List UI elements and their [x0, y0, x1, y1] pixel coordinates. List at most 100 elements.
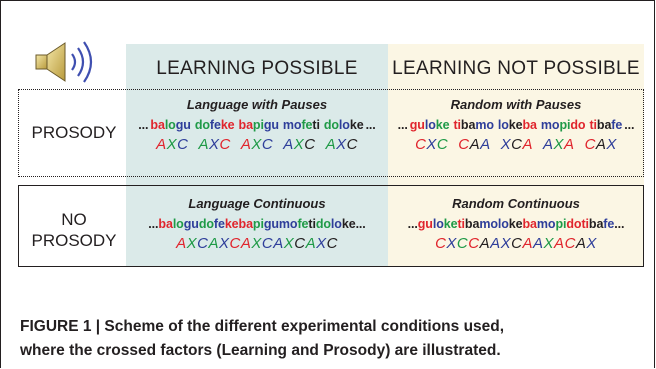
- pattern-letter: C: [197, 235, 209, 252]
- pattern-letter: C: [326, 235, 338, 252]
- pattern-letter: A: [522, 235, 534, 252]
- syllable: do: [566, 217, 582, 231]
- syllable: mo: [540, 118, 560, 132]
- pattern-letter: X: [606, 136, 617, 153]
- word: dofeke: [195, 118, 235, 132]
- learning-not-possible-column: [388, 44, 644, 266]
- pattern-letter: X: [500, 136, 512, 153]
- syllable: lo: [164, 118, 176, 132]
- ellipsis: ...: [624, 118, 635, 132]
- cell-title: Random Continuous: [452, 196, 580, 211]
- pattern-letter: X: [251, 235, 262, 252]
- pattern-letter: X: [543, 235, 555, 252]
- pattern-letter: A: [575, 235, 587, 252]
- word: mofeti: [283, 118, 320, 132]
- no-prosody-row-box: [18, 185, 644, 267]
- no-prosody-row-label: NO PROSODY: [18, 209, 130, 251]
- syllable: lo: [432, 217, 444, 231]
- pattern-letter: X: [166, 136, 178, 153]
- syllable: ba: [464, 217, 480, 231]
- syllable: ba: [522, 118, 537, 132]
- syllable: lo: [338, 118, 350, 132]
- pattern-letter: A: [533, 235, 544, 252]
- syllable-sequence: ...balogudofekebapigumofetidoloke...: [126, 217, 388, 231]
- syllable: ke: [435, 118, 450, 132]
- pattern-letter: C: [415, 136, 427, 153]
- pattern-letter: A: [479, 235, 491, 252]
- word: guloke: [410, 118, 450, 132]
- pattern-letter: C: [511, 235, 523, 252]
- syllable: ti: [312, 118, 320, 132]
- syllable: lo: [330, 217, 342, 231]
- syllable: ba: [238, 118, 253, 132]
- pattern-letter: A: [283, 136, 294, 153]
- pattern-letter: C: [511, 136, 523, 153]
- pattern-letter: A: [469, 136, 481, 153]
- cell-title: Random with Pauses: [450, 97, 582, 112]
- syllable: mo: [282, 118, 302, 132]
- pattern-letter: C: [584, 136, 596, 153]
- learning-possible-header: LEARNING POSSIBLE: [156, 58, 358, 79]
- pattern-letter: A: [273, 235, 284, 252]
- syllable: ti: [457, 217, 465, 231]
- pattern-letter: A: [240, 136, 252, 153]
- pattern-letter: C: [261, 235, 274, 252]
- pattern-letter: A: [240, 235, 252, 252]
- language-continuous-cell: Language Continuous ...balogudofekebapig…: [126, 196, 388, 252]
- syllable: fe: [209, 118, 221, 132]
- pattern-letter: C: [304, 136, 316, 153]
- speaker-sound-icon: [35, 41, 93, 83]
- pattern-letter: X: [186, 235, 198, 252]
- triplet: AXC: [156, 136, 188, 153]
- pattern-letter: A: [176, 235, 187, 252]
- ellipsis: ...: [365, 118, 376, 132]
- triplet: AXC: [326, 136, 358, 153]
- learning-possible-column: [126, 44, 388, 266]
- triplet: AXC: [241, 136, 273, 153]
- pattern-letter: C: [294, 235, 306, 252]
- cell-title: Language Continuous: [188, 196, 326, 211]
- syllable: pi: [559, 118, 571, 132]
- pattern-letter: A: [595, 136, 607, 153]
- syllable: ke: [443, 217, 458, 231]
- syllable: pi: [555, 217, 567, 231]
- pattern-letter: A: [480, 136, 491, 153]
- syllable: ba: [596, 118, 612, 132]
- syllable: fe: [603, 217, 615, 231]
- pattern-letter: A: [564, 136, 575, 153]
- syllable: do: [570, 118, 586, 132]
- triplet: CXC: [415, 136, 448, 153]
- pattern-letter: C: [456, 235, 469, 252]
- pattern-letter: C: [346, 136, 358, 153]
- pattern-letter: A: [554, 235, 565, 252]
- triplet: AXC: [198, 136, 230, 153]
- syllable: do: [198, 217, 214, 231]
- syllable: ba: [460, 118, 476, 132]
- pattern-letter: A: [156, 136, 167, 153]
- syllable: mo: [479, 217, 498, 231]
- word: doloke: [324, 118, 364, 132]
- syllable: ke: [349, 118, 364, 132]
- pattern-letter: C: [458, 136, 470, 153]
- syllable: ba: [522, 217, 537, 231]
- syllable: do: [194, 118, 210, 132]
- pattern-letter: X: [500, 235, 512, 252]
- pattern-letter: X: [218, 235, 230, 252]
- triplet: AXC: [283, 136, 315, 153]
- ellipsis: ...: [148, 217, 159, 231]
- word: lokeba: [498, 118, 537, 132]
- pattern-letter: X: [426, 136, 437, 153]
- syllable: gu: [175, 118, 191, 132]
- pattern-letter: A: [543, 136, 554, 153]
- syllable: lo: [172, 217, 184, 231]
- triplet: CAX: [585, 136, 617, 153]
- pattern-letter: C: [436, 136, 449, 153]
- syllable: mo: [536, 217, 556, 231]
- pattern-letter: C: [261, 136, 274, 153]
- syllable: gu: [263, 118, 279, 132]
- ellipsis: ...: [407, 217, 418, 231]
- word: balogu: [150, 118, 190, 132]
- pattern-letter: X: [446, 235, 457, 252]
- pattern-letter: X: [251, 136, 262, 153]
